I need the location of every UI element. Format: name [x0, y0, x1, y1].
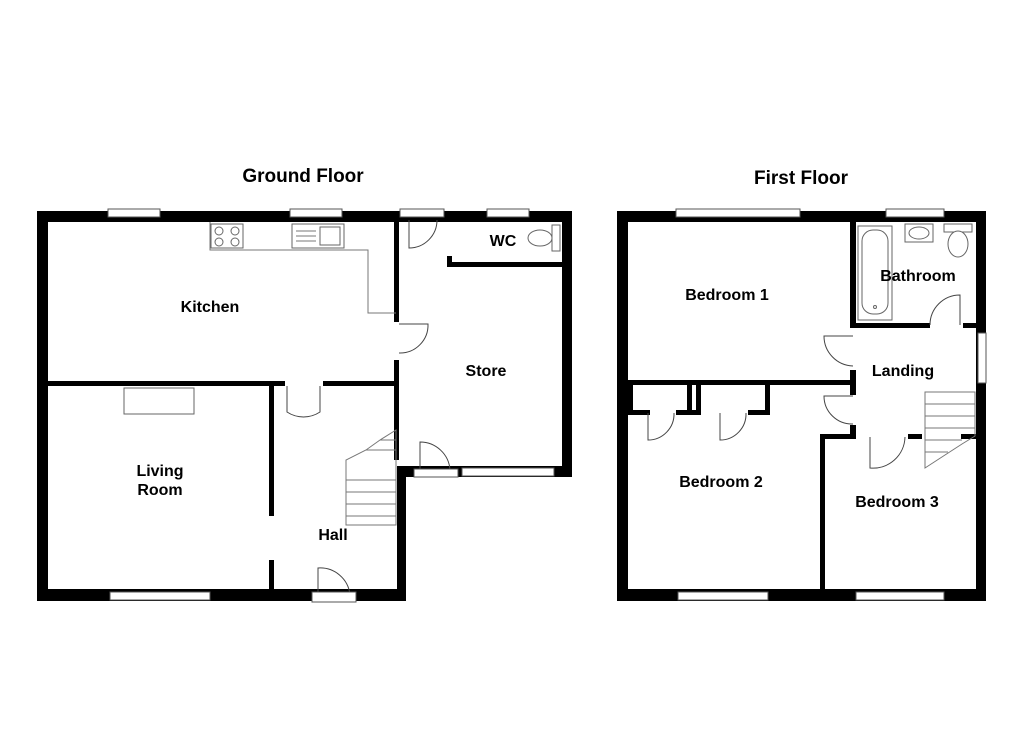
- bathtub-icon: [857, 225, 893, 321]
- kitchen-store-door: [398, 323, 429, 354]
- basin-icon: [904, 223, 934, 243]
- front-door-frame: [311, 591, 357, 603]
- bedroom3-window: [855, 591, 945, 601]
- fireplace-icon: [123, 387, 195, 415]
- living-hall-door: [286, 386, 321, 418]
- bedroom1-label: Bedroom 1: [685, 287, 769, 304]
- bathroom-door: [929, 294, 961, 326]
- living-room-window: [109, 591, 211, 601]
- kitchen-window-left: [107, 208, 161, 218]
- bedroom1-window: [675, 208, 801, 218]
- first-floor-doors: [647, 294, 961, 469]
- store-window: [461, 467, 555, 477]
- landing-label: Landing: [872, 363, 934, 380]
- back-door-swing: [408, 219, 438, 249]
- store-label: Store: [466, 363, 507, 380]
- wc-label: WC: [490, 233, 517, 250]
- bedroom2-window: [677, 591, 769, 601]
- ground-floor-doors: [286, 208, 459, 603]
- ground-floor-windows: [107, 208, 555, 601]
- living-room-label-line2: Room: [137, 482, 182, 499]
- living-room-label-line1: Living: [136, 463, 183, 480]
- kitchen-window-right: [289, 208, 343, 218]
- kitchen-label: Kitchen: [181, 299, 240, 316]
- bedroom3-label: Bedroom 3: [855, 494, 939, 511]
- wardrobe-door-1: [647, 412, 675, 441]
- bedroom2-label: Bedroom 2: [679, 474, 763, 491]
- wardrobe-door-2: [719, 412, 747, 441]
- store-door-frame: [413, 468, 459, 478]
- bathroom-window: [885, 208, 945, 218]
- back-door-frame: [399, 208, 445, 218]
- first-floor-windows: [675, 208, 987, 601]
- bathroom-label: Bathroom: [880, 268, 956, 285]
- store-door: [419, 441, 451, 471]
- hall-label: Hall: [318, 527, 347, 544]
- toilet-icon: [527, 224, 561, 252]
- first-floor-plan: First Floor: [617, 168, 987, 601]
- ground-floor-walls: [37, 211, 572, 601]
- front-door-swing: [317, 567, 351, 596]
- first-floor-title: First Floor: [754, 168, 849, 189]
- toilet-icon-first-floor: [943, 223, 973, 258]
- first-floor-stairs: [924, 391, 976, 469]
- bedroom2-door: [823, 395, 854, 425]
- bedroom3-door: [869, 436, 906, 469]
- ground-floor-stairs: [345, 429, 397, 526]
- ground-floor-plan: Ground Floor: [37, 166, 572, 603]
- kitchen-units: [209, 222, 396, 314]
- bedroom1-door: [823, 335, 854, 367]
- landing-window: [977, 332, 987, 384]
- wc-window: [486, 208, 530, 218]
- ground-floor-title: Ground Floor: [242, 166, 364, 187]
